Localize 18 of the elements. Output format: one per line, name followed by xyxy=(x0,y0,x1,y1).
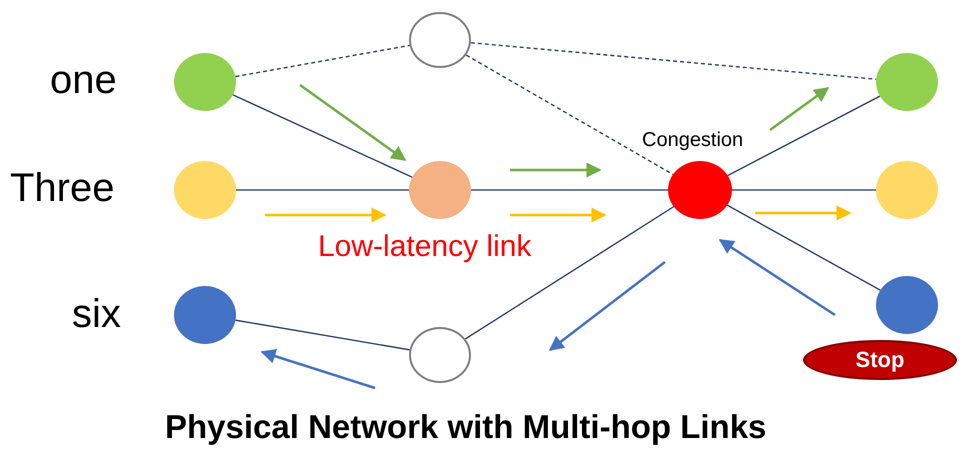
network-link xyxy=(471,189,668,191)
row-label: six xyxy=(72,292,121,337)
network-link xyxy=(235,320,410,350)
link-label: Low-latency link xyxy=(318,230,532,264)
diagram-title: Physical Network with Multi-hop Links xyxy=(165,408,766,446)
node-caption: Congestion xyxy=(642,129,744,152)
network-link xyxy=(727,96,880,176)
row-label: Three xyxy=(10,166,114,211)
network-link xyxy=(470,42,876,80)
network-link xyxy=(236,189,409,191)
network-link xyxy=(726,204,881,291)
network-link xyxy=(732,189,876,191)
network-link xyxy=(235,44,410,78)
stop-sign: Stop xyxy=(803,340,957,380)
row-label: one xyxy=(50,58,117,103)
network-link xyxy=(232,94,412,178)
network-link xyxy=(466,54,674,175)
network-link xyxy=(465,206,674,340)
